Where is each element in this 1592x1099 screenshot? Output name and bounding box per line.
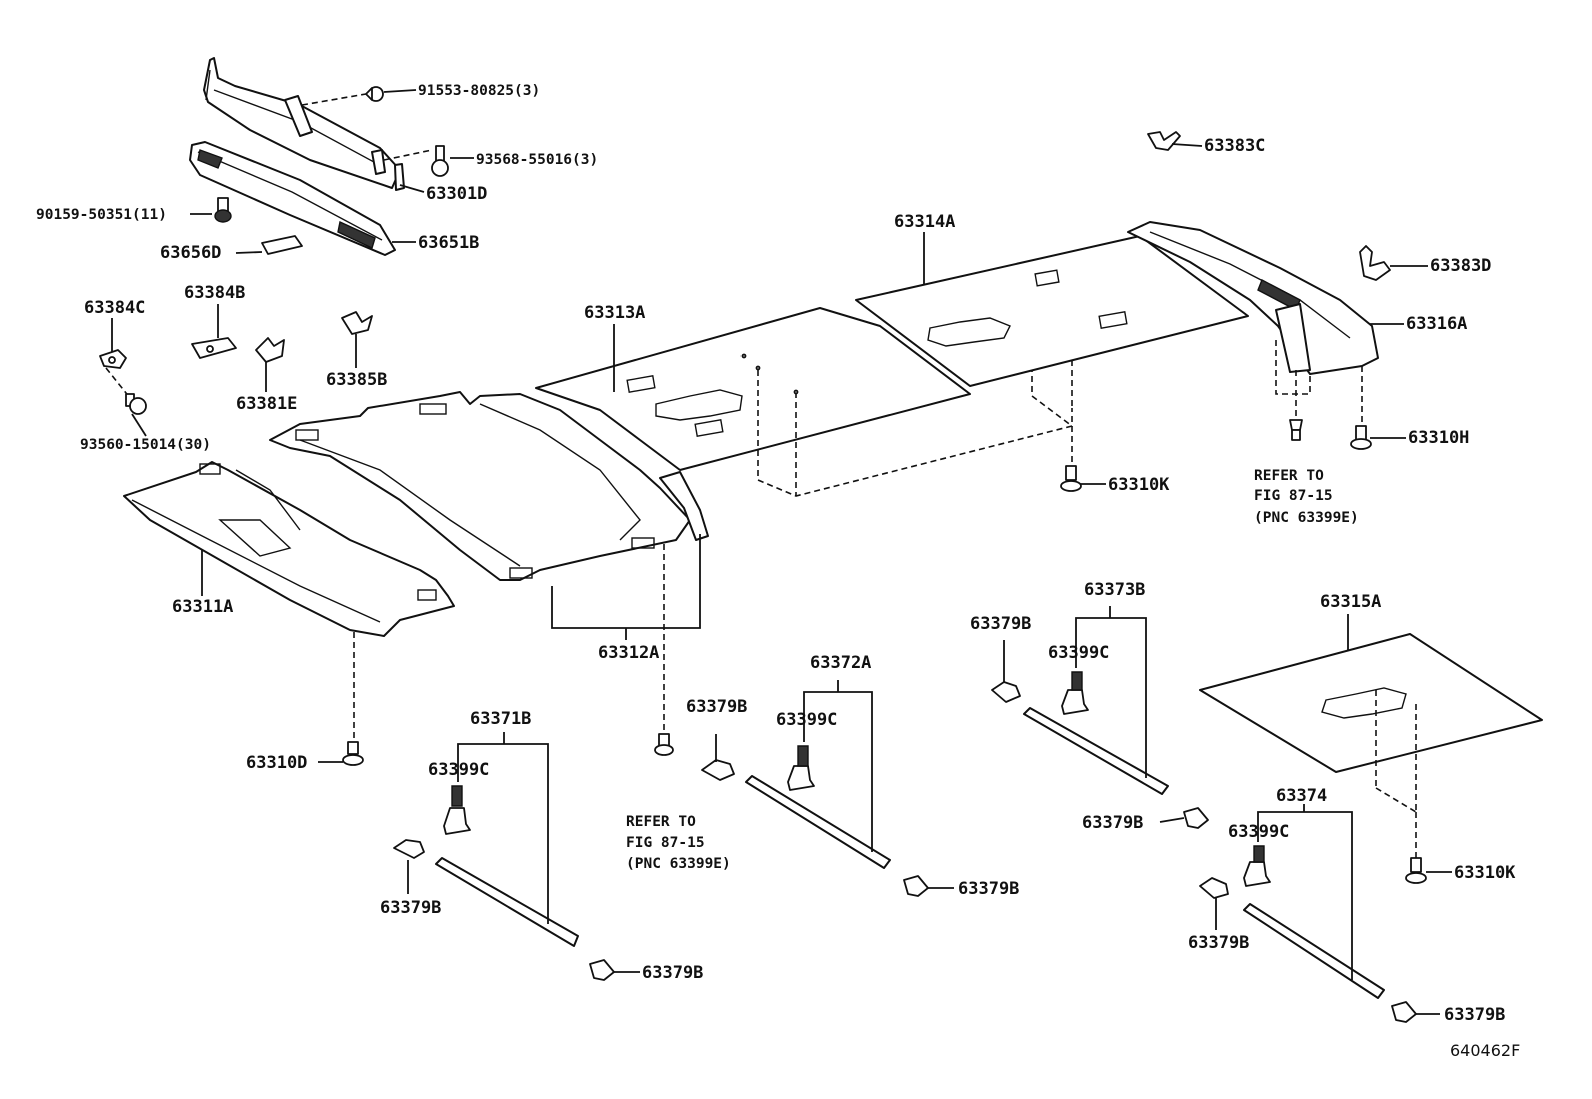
reference-right-line3: (PNC 63399E) [1254, 510, 1359, 526]
label-63399C-2: 63399C [776, 710, 837, 730]
label-93568-55016: 93568-55016(3) [476, 152, 598, 168]
label-63372A: 63372A [810, 653, 871, 673]
label-63656D: 63656D [160, 243, 221, 263]
label-93560-15014: 93560-15014(30) [80, 437, 211, 453]
headliner-rear-63316A [1127, 221, 1379, 375]
label-63383D: 63383D [1430, 256, 1491, 276]
label-63379B-3b: 63379B [1082, 813, 1143, 833]
reference-center-line1: REFER TO [626, 814, 696, 830]
reference-center-line2: FIG 87-15 [626, 835, 705, 851]
clip-63385B-icon [341, 311, 373, 335]
label-63373B: 63373B [1084, 580, 1145, 600]
clip-63310K-top-icon [1060, 465, 1082, 492]
bolt-90159-icon [214, 197, 232, 223]
label-91553-80825: 91553-80825(3) [418, 83, 540, 99]
label-63315A: 63315A [1320, 592, 1381, 612]
label-63316A: 63316A [1406, 314, 1467, 334]
label-63374: 63374 [1276, 786, 1327, 806]
label-63383C: 63383C [1204, 136, 1265, 156]
label-63399C-3: 63399C [1048, 643, 1109, 663]
illustration-code: 640462F [1450, 1041, 1520, 1060]
label-63381E: 63381E [236, 394, 297, 414]
label-63399C-4: 63399C [1228, 822, 1289, 842]
headliner-middle-63312A [269, 391, 709, 581]
clip-63310H-icon [1350, 425, 1372, 450]
label-63379B-1b: 63379B [642, 963, 703, 983]
label-63312A: 63312A [598, 643, 659, 663]
reference-note-center: REFER TO FIG 87-15 (PNC 63399E) [626, 814, 731, 872]
bracket-63383D-icon [1359, 245, 1391, 281]
label-63310H: 63310H [1408, 428, 1469, 448]
spacer-63656D [261, 235, 303, 255]
screw-93560-icon [125, 393, 147, 415]
rail-63372A [701, 745, 929, 897]
screw-91553-icon [365, 86, 384, 102]
label-63371B: 63371B [470, 709, 531, 729]
headliner-front-63311A [123, 461, 455, 637]
label-63379B-3a: 63379B [970, 614, 1031, 634]
rail-63371B [393, 785, 615, 981]
rail-63373B [991, 671, 1209, 829]
label-63310D: 63310D [246, 753, 307, 773]
reference-note-right: REFER TO FIG 87-15 (PNC 63399E) [1254, 468, 1359, 526]
headliner-panel-63315A [1199, 633, 1543, 773]
clip-63381E-icon [255, 337, 285, 363]
label-63384C: 63384C [84, 298, 145, 318]
label-63379B-4a: 63379B [1188, 933, 1249, 953]
label-63311A: 63311A [172, 597, 233, 617]
clip-63399E-center-icon [654, 733, 674, 756]
clip-63399E-right-icon [1289, 419, 1303, 441]
console-panel-63651B [189, 141, 396, 256]
label-63384B: 63384B [184, 283, 245, 303]
headliner-panel-63314A [855, 235, 1249, 387]
clip-63310K-bottom-icon [1405, 857, 1427, 884]
label-63651B: 63651B [418, 233, 479, 253]
label-63310K-bottom: 63310K [1454, 863, 1516, 883]
label-63379B-2a: 63379B [686, 697, 747, 717]
reference-right-line2: FIG 87-15 [1254, 488, 1333, 504]
overhead-console-bracket [203, 57, 405, 191]
clip-63310D-icon [342, 741, 364, 766]
label-63313A: 63313A [584, 303, 645, 323]
label-63379B-1a: 63379B [380, 898, 441, 918]
label-90159-50351: 90159-50351(11) [36, 207, 167, 223]
label-63314A: 63314A [894, 212, 955, 232]
label-63379B-2b: 63379B [958, 879, 1019, 899]
screw-93568-icon [431, 145, 449, 177]
rail-63374 [1199, 845, 1417, 1023]
clip-63384B-icon [191, 337, 237, 359]
label-63301D: 63301D [426, 184, 487, 204]
bracket-63383C-icon [1147, 131, 1181, 151]
label-63399C-1: 63399C [428, 760, 489, 780]
label-63310K-top: 63310K [1108, 475, 1170, 495]
reference-center-line3: (PNC 63399E) [626, 856, 731, 872]
label-63379B-4b: 63379B [1444, 1005, 1505, 1025]
reference-right-line1: REFER TO [1254, 468, 1324, 484]
headliner-panel-63313A [535, 307, 971, 471]
label-63385B: 63385B [326, 370, 387, 390]
clip-63384C-icon [99, 349, 127, 369]
